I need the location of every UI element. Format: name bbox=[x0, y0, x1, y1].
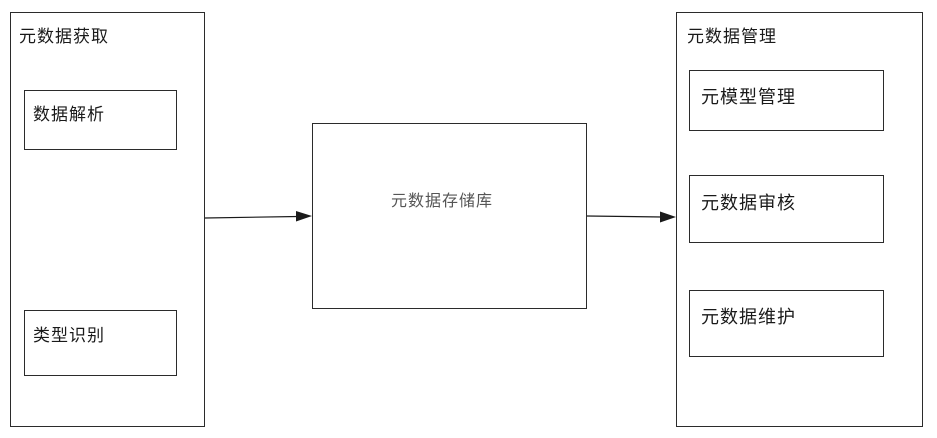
type-recognition-node: 类型识别 bbox=[24, 310, 177, 376]
metadata-repository-node: 元数据存储库 bbox=[312, 123, 587, 309]
metadata-maintenance-node: 元数据维护 bbox=[689, 290, 884, 357]
metadata-review-label: 元数据审核 bbox=[701, 193, 796, 214]
meta-model-management-node: 元模型管理 bbox=[689, 70, 884, 131]
meta-model-management-label: 元模型管理 bbox=[701, 87, 796, 108]
management-title: 元数据管理 bbox=[687, 27, 777, 47]
acquisition-title: 元数据获取 bbox=[19, 27, 109, 47]
arrow-acquisition-to-repository bbox=[204, 211, 312, 222]
metadata-review-node: 元数据审核 bbox=[689, 175, 884, 243]
metadata-repository-label: 元数据存储库 bbox=[391, 191, 494, 210]
arrow-repository-to-management bbox=[586, 211, 676, 223]
data-parsing-label: 数据解析 bbox=[33, 105, 105, 125]
metadata-maintenance-label: 元数据维护 bbox=[701, 307, 796, 328]
type-recognition-label: 类型识别 bbox=[33, 326, 105, 346]
data-parsing-node: 数据解析 bbox=[24, 90, 177, 150]
